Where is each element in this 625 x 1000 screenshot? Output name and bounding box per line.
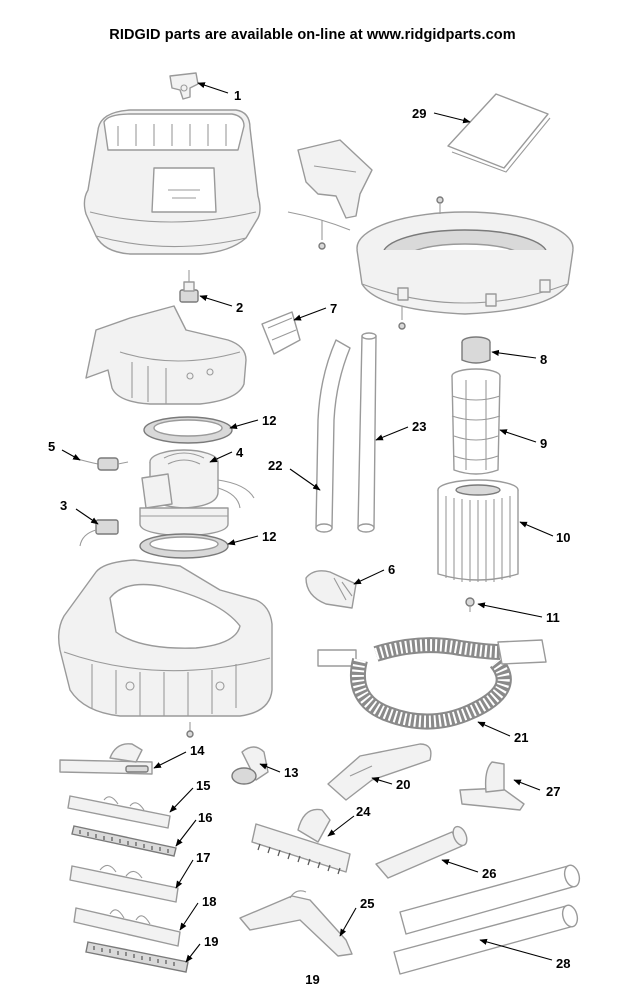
part-3-connector [79, 519, 119, 547]
callout-18: 18 [202, 894, 216, 909]
part-6-adaptor [305, 570, 357, 609]
callout-19: 19 [204, 934, 218, 949]
part-2-switch [179, 270, 199, 303]
part-13-dusting-brush [231, 746, 269, 785]
callout-25: 25 [360, 896, 374, 911]
part-17-nozzle-base [69, 864, 179, 903]
part-12-upper-gasket [143, 416, 233, 444]
callout-numbers: 1 2 3 4 5 6 7 8 9 10 11 12 12 13 14 15 1… [48, 88, 570, 971]
part-5-power-cord [73, 457, 129, 471]
part-22-curved-wand [315, 339, 351, 533]
part-19-brush-insert [85, 941, 189, 973]
callout-16: 16 [198, 810, 212, 825]
callout-1: 1 [234, 88, 241, 103]
part-27-upholstery-tool [459, 761, 525, 811]
callout-13: 13 [284, 765, 298, 780]
part-9-filter-cage [451, 368, 501, 475]
callout-11: 11 [546, 610, 560, 625]
page-header: RIDGID parts are available on-line at ww… [109, 27, 516, 43]
callout-9: 9 [540, 436, 547, 451]
page-number: 19 [305, 972, 320, 987]
callout-23: 23 [412, 419, 426, 434]
part-10-pleated-filter [437, 479, 519, 582]
callout-22: 22 [268, 458, 282, 473]
callout-10: 10 [556, 530, 570, 545]
part-1-handle-clip [169, 72, 199, 100]
callout-3: 3 [60, 498, 67, 513]
callout-14: 14 [190, 743, 205, 758]
lid-bracket [287, 139, 373, 250]
part-29-manual [447, 93, 551, 173]
housing-screw [186, 722, 194, 738]
callout-5: 5 [48, 439, 55, 454]
part-4-motor [139, 449, 255, 537]
collection-tank-lid [356, 196, 574, 330]
part-18-squeegee-insert [73, 907, 181, 947]
callout-29: 29 [412, 106, 426, 121]
callout-21: 21 [514, 730, 528, 745]
callout-12-lower: 12 [262, 529, 276, 544]
part-16-brush-strip [71, 825, 177, 857]
part-23-straight-wand [357, 332, 377, 533]
part-21-hose [317, 637, 547, 730]
callout-28: 28 [556, 956, 570, 971]
part-14-floor-nozzle [59, 743, 153, 775]
callout-26: 26 [482, 866, 496, 881]
leader-lines [61, 82, 554, 963]
part-25-floor-tool [239, 890, 353, 957]
powerhead-top-housing [83, 109, 261, 255]
powerhead-lower-housing [57, 559, 273, 717]
callout-7: 7 [330, 301, 337, 316]
callout-27: 27 [546, 784, 560, 799]
callout-12-upper: 12 [262, 413, 276, 428]
callout-24: 24 [356, 804, 371, 819]
part-7-clip [261, 311, 301, 355]
part-15-squeegee [67, 795, 171, 829]
callout-17: 17 [196, 850, 210, 865]
callout-4: 4 [236, 445, 244, 460]
part-11-drain-cap [465, 597, 475, 612]
part-26-crevice-nozzle [375, 825, 468, 879]
part-20-crevice-tool [327, 743, 432, 801]
part-12-lower-gasket [139, 533, 229, 559]
callout-20: 20 [396, 777, 410, 792]
part-24-utility-nozzle [251, 808, 351, 875]
callout-6: 6 [388, 562, 395, 577]
callout-15: 15 [196, 778, 210, 793]
callout-2: 2 [236, 300, 243, 315]
callout-8: 8 [540, 352, 547, 367]
motor-mount-plate [85, 305, 247, 405]
part-8-float [461, 336, 491, 364]
